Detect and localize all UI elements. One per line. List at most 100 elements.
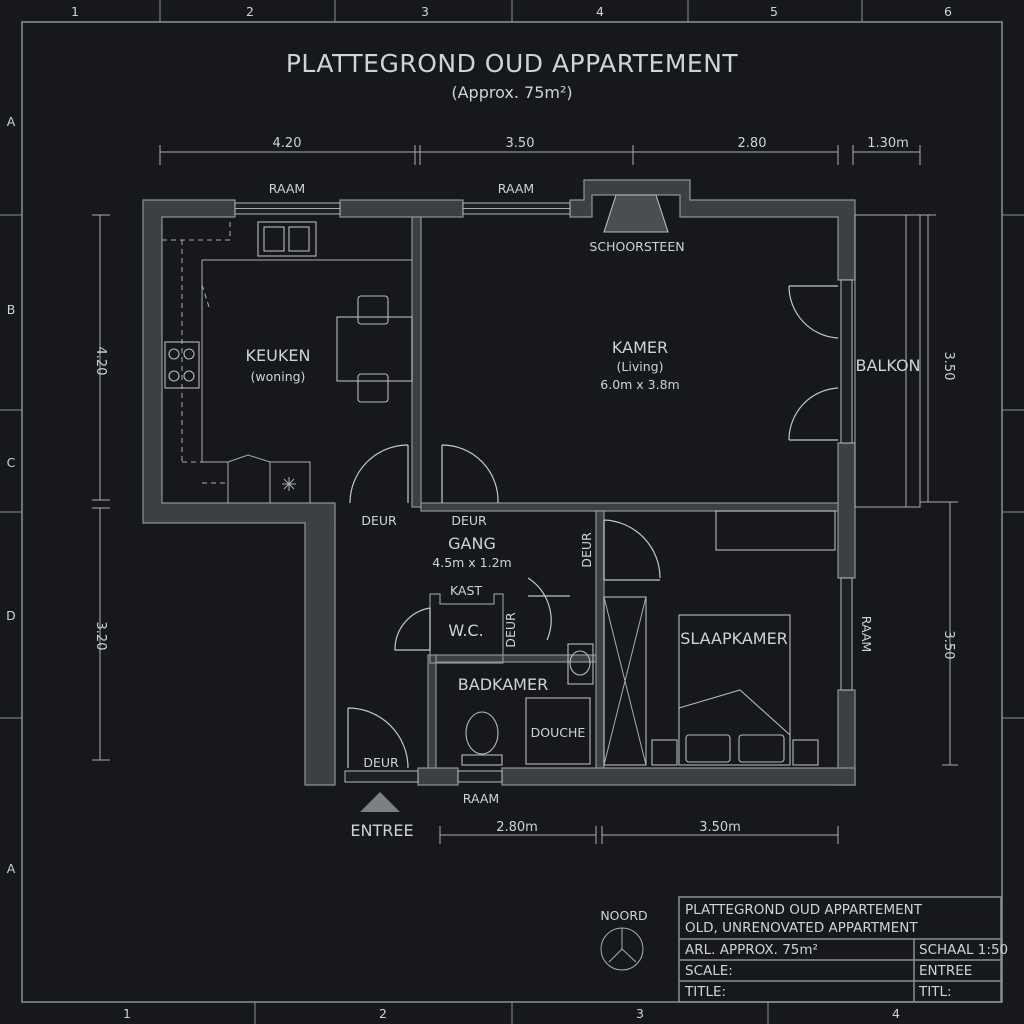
door-swing-entree <box>347 707 409 769</box>
label-schoorsteen: SCHOORSTEEN <box>589 239 684 254</box>
bedroom-shelf <box>715 510 836 551</box>
label-raam-badkamer: RAAM <box>463 791 499 806</box>
window-slaapkamer <box>840 577 853 691</box>
title-block-title: TITLE: <box>684 984 726 1000</box>
drawing-title: PLATTEGROND OUD APPARTEMENT <box>286 49 739 78</box>
door-swing-wc <box>394 607 431 651</box>
grid-top-label: 2 <box>246 4 254 19</box>
window-entree <box>344 770 419 783</box>
grid-bottom-label: 2 <box>379 1006 387 1021</box>
grid-bottom-label: 4 <box>892 1006 900 1021</box>
room-wc-name: W.C. <box>448 621 483 640</box>
label-deur-keuken: DEUR <box>361 513 397 528</box>
window-badkamer <box>457 770 503 783</box>
door-swing-badkamer <box>527 577 570 641</box>
chimney-icon <box>603 194 669 233</box>
title-block-titl: TITL: <box>918 984 952 1000</box>
room-kamer-size: 6.0m x 3.8m <box>600 377 679 392</box>
room-douche-name: DOUCHE <box>531 725 586 740</box>
dim-right-lower: 3.50 <box>941 631 956 660</box>
title-block-area: ARL. APPROX. 75m² <box>685 942 818 958</box>
grid-left-label: A <box>7 114 16 129</box>
dim-kamer-width: 3.50 <box>506 136 535 151</box>
nightstand-icon <box>792 739 819 766</box>
shower-icon <box>525 697 591 765</box>
label-raam-slaapkamer: RAAM <box>859 616 874 652</box>
room-badkamer-name: BADKAMER <box>458 675 548 694</box>
door-swing-keuken <box>349 444 409 504</box>
grid-bottom-label: 1 <box>123 1006 131 1021</box>
door-swing-balkon-1 <box>788 285 839 339</box>
door-swing-kamer <box>441 444 499 504</box>
dim-left-lower: 3.20 <box>93 622 108 651</box>
room-kamer-sub: (Living) <box>617 359 664 374</box>
keuken-counter <box>162 220 231 241</box>
entree-arrow-icon <box>360 792 400 812</box>
dim-balkon-width: 1.30m <box>867 136 909 151</box>
title-block-entree: ENTREE <box>919 963 972 979</box>
toilet-tank <box>461 754 503 766</box>
dim-kamer-right-width: 2.80 <box>738 136 767 151</box>
title-block-line1: PLATTEGROND OUD APPARTEMENT <box>685 902 923 918</box>
dim-keuken-width: 4.20 <box>273 136 302 151</box>
washbasin-icon <box>567 643 594 685</box>
grid-top-label: 5 <box>770 4 778 19</box>
left-dimension-lines <box>92 214 110 761</box>
label-deur-slaapkamer: DEUR <box>579 532 594 568</box>
window-balkon-door <box>840 279 853 444</box>
room-keuken-sub: (woning) <box>251 369 306 384</box>
label-deur-entree: DEUR <box>363 755 399 770</box>
dim-right-upper: 3.50 <box>941 352 956 381</box>
grid-top-label: 4 <box>596 4 604 19</box>
stove-icon <box>164 341 200 389</box>
nightstand-icon <box>651 739 678 766</box>
label-raam-kamer: RAAM <box>498 181 534 196</box>
grid-left-label: B <box>7 302 16 317</box>
right-dimension-lines <box>920 214 958 766</box>
door-swing-slaapkamer <box>603 519 661 581</box>
label-noord: NOORD <box>600 908 647 923</box>
bed-icon <box>678 614 791 766</box>
chair-icon <box>357 295 389 325</box>
balkon-outline <box>854 214 921 508</box>
grid-left-label: C <box>7 455 16 470</box>
label-raam-keuken: RAAM <box>269 181 305 196</box>
kitchen-table <box>336 316 413 382</box>
dim-bottom-right: 3.50m <box>699 820 741 835</box>
room-gang-name: GANG <box>448 534 496 553</box>
grid-top-label: 6 <box>944 4 952 19</box>
title-block-scale: SCALE: <box>685 963 733 979</box>
wardrobe-icon <box>603 596 647 766</box>
room-balkon-name: BALKON <box>855 356 920 375</box>
grid-top-label: 3 <box>421 4 429 19</box>
room-kast-name: KAST <box>450 583 482 598</box>
title-block-schaal: SCHAAL 1:50 <box>919 942 1008 958</box>
label-deur-badkamer: DEUR <box>503 612 518 648</box>
door-swing-balkon-2 <box>788 387 839 441</box>
top-dimension-lines <box>159 145 921 165</box>
bottom-dimension-lines <box>439 826 839 844</box>
toilet-icon <box>465 711 499 755</box>
drawing-subtitle: (Approx. 75m²) <box>451 83 572 102</box>
grid-top-label: 1 <box>71 4 79 19</box>
grid-bottom-label: 3 <box>636 1006 644 1021</box>
dim-left-upper: 4.20 <box>93 347 108 376</box>
keuken-cabinet <box>202 454 311 503</box>
sink-icon <box>257 221 317 257</box>
title-block-line2: OLD, UNRENOVATED APPARTMENT <box>685 920 918 936</box>
grid-left-label: A <box>7 861 16 876</box>
title-block <box>678 896 1002 1003</box>
label-deur-kamer: DEUR <box>451 513 487 528</box>
chair-icon <box>357 373 389 403</box>
label-entree: ENTREE <box>350 821 413 840</box>
appliance-icon <box>282 477 296 491</box>
walls <box>142 179 856 786</box>
room-slaapkamer-name: SLAAPKAMER <box>680 629 788 648</box>
north-arrow-icon <box>600 927 644 971</box>
dim-bottom-left: 2.80m <box>496 820 538 835</box>
room-kamer-name: KAMER <box>612 338 668 357</box>
grid-left-label: D <box>6 608 16 623</box>
room-gang-size: 4.5m x 1.2m <box>432 555 511 570</box>
